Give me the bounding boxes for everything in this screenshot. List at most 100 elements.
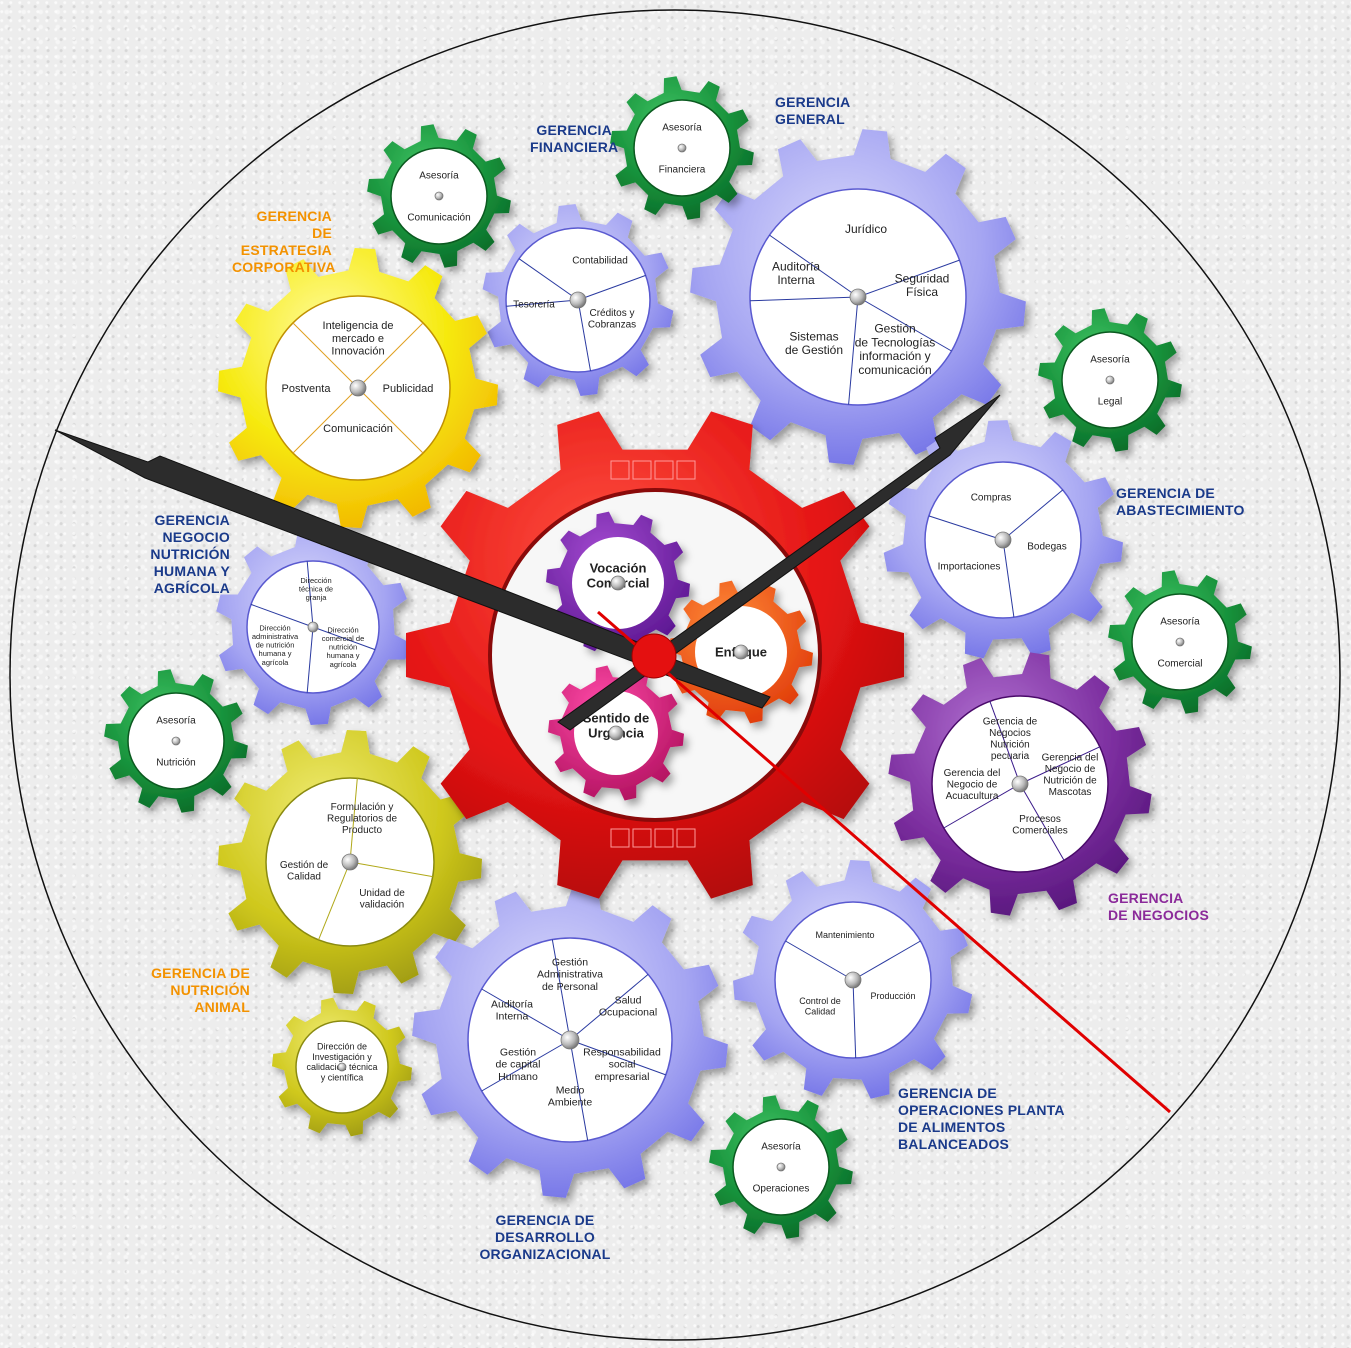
advisory-label: Comercial [1157, 659, 1202, 670]
segment-divider [785, 940, 854, 981]
pin-icon [560, 1030, 580, 1050]
clock-second-hand [597, 610, 1171, 1114]
pin-icon [677, 143, 687, 153]
decorative-mark [632, 828, 652, 848]
advisory-label: Asesoría [1090, 355, 1130, 366]
advisory-label: Asesoría [1160, 617, 1200, 628]
segment-divider [349, 861, 433, 878]
gear-vocacion-comercial-face: VocaciónComercial [572, 537, 664, 629]
advisory-label: Nutrición [156, 758, 195, 769]
segment-divider [292, 387, 359, 454]
segment-divider [250, 603, 314, 628]
pin-icon [610, 575, 626, 591]
decorative-mark [654, 828, 674, 848]
decorative-mark [676, 828, 696, 848]
pin-icon [341, 853, 359, 871]
segment-divider [357, 322, 424, 389]
segment-label: Postventa [282, 383, 332, 395]
clock-face [9, 9, 1341, 1341]
segment-divider [551, 939, 571, 1041]
pin-icon [1105, 375, 1115, 385]
decorative-mark [676, 460, 696, 480]
segment-divider [312, 626, 376, 651]
segment-divider [481, 988, 571, 1041]
advisory-label: Asesoría [662, 123, 702, 134]
segment-divider [577, 274, 646, 301]
segment-label: Mantenimiento [815, 930, 874, 940]
decorative-mark [610, 460, 630, 480]
title-gerencia-nutricion-animal: GERENCIA DE NUTRICIÓN ANIMAL [151, 965, 250, 1015]
advisory-label: Financiera [659, 165, 706, 176]
segment-label: Contabilidad [572, 256, 628, 267]
segment-divider [852, 979, 857, 1059]
segment-divider [1019, 746, 1101, 785]
title-gerencia-operaciones: GERENCIA DE OPERACIONES PLANTA DE ALIMEN… [898, 1085, 1065, 1152]
title-gerencia-financiera: GERENCIA FINANCIERA [530, 122, 619, 155]
pin-icon [844, 971, 862, 989]
segment-divider [292, 322, 359, 389]
pin-icon [776, 1162, 786, 1172]
pin-icon [337, 1062, 347, 1072]
segment-divider [848, 296, 859, 405]
pin-icon [733, 644, 749, 660]
segment-label: Publicidad [383, 383, 434, 395]
clock-hands [54, 394, 1171, 1114]
decorative-mark [654, 460, 674, 480]
pin-icon [1175, 637, 1185, 647]
segment-divider [349, 778, 358, 863]
segment-divider [357, 387, 424, 454]
pin-icon [994, 531, 1012, 549]
decorative-mark [610, 828, 630, 848]
segment-divider [943, 783, 1021, 829]
decorative-mark [632, 460, 652, 480]
segment-label: Importaciones [938, 562, 1001, 573]
advisory-label: Comunicación [407, 213, 470, 224]
segment-divider [506, 299, 579, 307]
advisory-label: Asesoría [761, 1142, 801, 1153]
segment-label: Producción [870, 991, 915, 1001]
advisory-label: Legal [1098, 397, 1122, 408]
segment-divider [518, 258, 579, 301]
segment-divider [318, 861, 351, 941]
pin-icon [434, 191, 444, 201]
title-gerencia-desarrollo: GERENCIA DE DESARROLLO ORGANIZACIONAL [479, 1212, 611, 1262]
segment-divider [989, 701, 1021, 785]
segment-label: Jurídico [845, 222, 887, 236]
title-gerencia-general: GERENCIA GENERAL [775, 94, 851, 127]
segment-divider [928, 515, 1004, 541]
segment-divider [1019, 783, 1065, 861]
advisory-label: Operaciones [753, 1184, 810, 1195]
segment-label: Comunicación [323, 423, 393, 435]
pin-icon [569, 291, 587, 309]
